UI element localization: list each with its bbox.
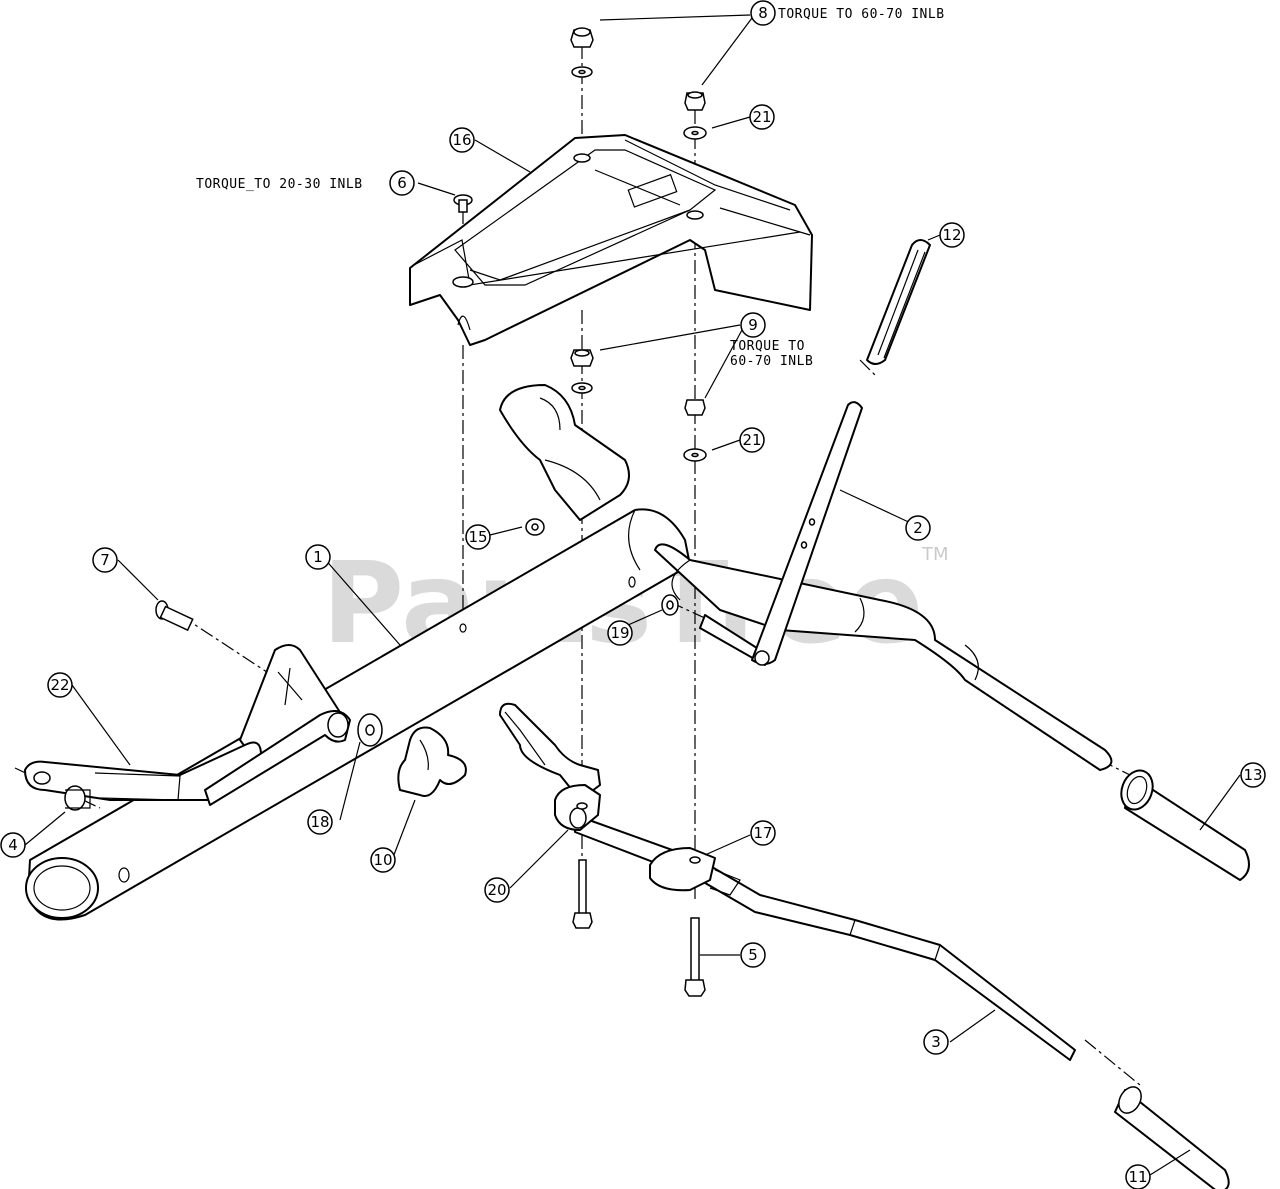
callout-21a: 21 <box>749 104 775 130</box>
callout-4-label: 4 <box>8 836 18 854</box>
hardware <box>453 27 707 997</box>
sleeve-part-13 <box>1120 769 1250 881</box>
callout-17: 17 <box>750 820 776 846</box>
callout-8-label: 8 <box>758 4 768 22</box>
callout-18: 18 <box>307 809 333 835</box>
callout-20: 20 <box>484 877 510 903</box>
callout-17-label: 17 <box>753 824 772 842</box>
torque-note-8: TORQUE TO 60-70 INLB <box>778 7 945 22</box>
callout-5: 5 <box>740 942 766 968</box>
shift-rod-part-2 <box>751 401 863 666</box>
callout-16: 16 <box>449 127 475 153</box>
callout-6: 6 <box>389 170 415 196</box>
callout-1: 1 <box>305 544 331 570</box>
callout-2: 2 <box>905 515 931 541</box>
pin-part-4 <box>64 785 91 811</box>
washer-part-18 <box>357 713 383 747</box>
callout-21a-label: 21 <box>752 108 771 126</box>
torque-note-9-line1: TORQUE TO <box>730 339 805 354</box>
callout-11-label: 11 <box>1128 1168 1147 1186</box>
callout-3-label: 3 <box>931 1033 941 1051</box>
callout-10: 10 <box>370 847 396 873</box>
callout-19-label: 19 <box>610 624 629 642</box>
cover-part-16 <box>409 134 813 346</box>
callout-18-label: 18 <box>310 813 329 831</box>
torque-note-9-line2: 60-70 INLB <box>730 354 813 369</box>
callout-4: 4 <box>0 832 26 858</box>
callout-7-label: 7 <box>100 551 110 569</box>
callout-7: 7 <box>92 547 118 573</box>
callout-2-label: 2 <box>913 519 923 537</box>
callout-12-label: 12 <box>942 226 961 244</box>
callout-20-label: 20 <box>487 881 506 899</box>
callout-9-label: 9 <box>748 316 758 334</box>
callout-8: 8 <box>750 0 776 26</box>
bolt-part-7 <box>155 600 194 632</box>
callout-12: 12 <box>939 222 965 248</box>
clamp-part-17 <box>649 847 741 896</box>
grip-part-12 <box>866 239 931 365</box>
torque-note-6: TORQUE_TO 20-30 INLB <box>196 177 363 192</box>
callout-21b: 21 <box>739 427 765 453</box>
knob-part-10 <box>397 726 467 797</box>
callout-22: 22 <box>47 672 73 698</box>
callout-10-label: 10 <box>373 851 392 869</box>
callout-19: 19 <box>607 620 633 646</box>
callout-11: 11 <box>1125 1164 1151 1189</box>
clamp-part-20 <box>554 784 601 831</box>
callout-15-label: 15 <box>468 528 487 546</box>
callout-16-label: 16 <box>452 131 471 149</box>
leader-lines <box>24 14 1241 1176</box>
callout-5-label: 5 <box>748 946 758 964</box>
callout-21b-label: 21 <box>742 431 761 449</box>
callout-1-label: 1 <box>313 548 323 566</box>
handle-tube-part-1 <box>24 384 1113 921</box>
callout-9: 9 <box>740 312 766 338</box>
end-tube-part-11 <box>1114 1086 1230 1189</box>
callout-13: 13 <box>1240 762 1266 788</box>
callout-13-label: 13 <box>1243 766 1262 784</box>
callout-3: 3 <box>923 1029 949 1055</box>
watermark-trademark: TM <box>921 544 949 565</box>
callout-6-label: 6 <box>397 174 407 192</box>
callout-15: 15 <box>465 524 491 550</box>
callout-22-label: 22 <box>50 676 69 694</box>
